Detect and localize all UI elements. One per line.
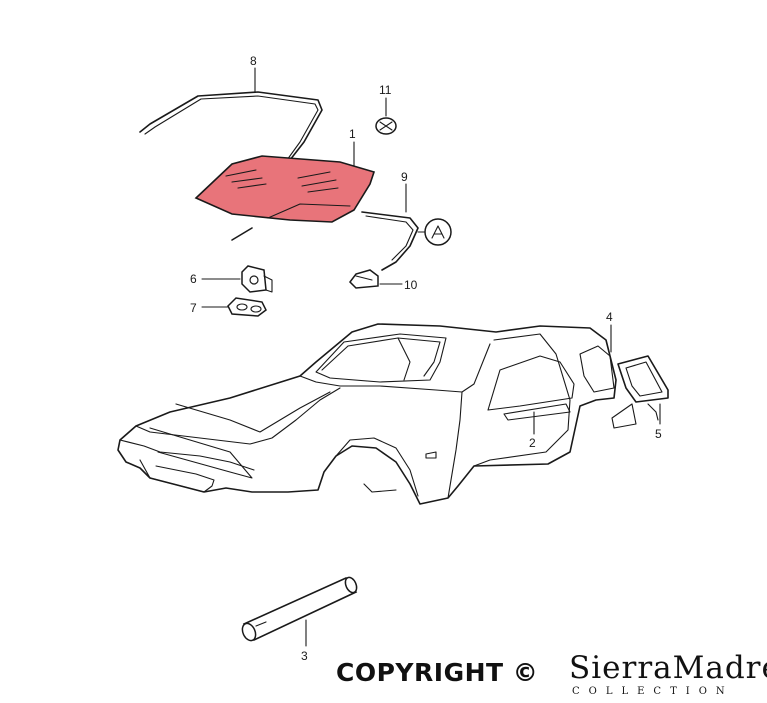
callout-8: 8	[250, 54, 257, 68]
part-8-windshield-trim	[139, 91, 323, 171]
callout-3: 3	[301, 649, 308, 663]
part-10-trim-end	[349, 269, 379, 289]
part-3-tube	[241, 576, 358, 642]
part-7-gasket	[227, 297, 267, 317]
callout-7: 7	[190, 301, 197, 315]
callout-4: 4	[606, 310, 613, 324]
part-1-windshield-glass	[194, 155, 376, 223]
lower-trim-strip	[231, 227, 253, 241]
callout-5: 5	[655, 427, 662, 441]
part-11-clip	[375, 117, 397, 135]
brand-subtitle: COLLECTION	[572, 686, 734, 697]
part-5-quarter-window	[611, 355, 669, 429]
callout-9: 9	[401, 170, 408, 184]
callout-2: 2	[529, 436, 536, 450]
car-body	[117, 323, 617, 505]
footer: COPYRIGHT © SierraMadre COLLECTION	[336, 650, 767, 700]
part-9-side-trim	[361, 211, 419, 271]
callout-10: 10	[404, 278, 418, 292]
clip-symbol	[424, 218, 452, 246]
brand-logo: SierraMadre	[569, 650, 767, 686]
callout-6: 6	[190, 272, 197, 286]
part-6-mirror-base	[241, 265, 273, 293]
callout-11: 11	[379, 83, 392, 97]
copyright-notice: COPYRIGHT ©	[336, 658, 539, 687]
callout-1: 1	[349, 127, 356, 141]
